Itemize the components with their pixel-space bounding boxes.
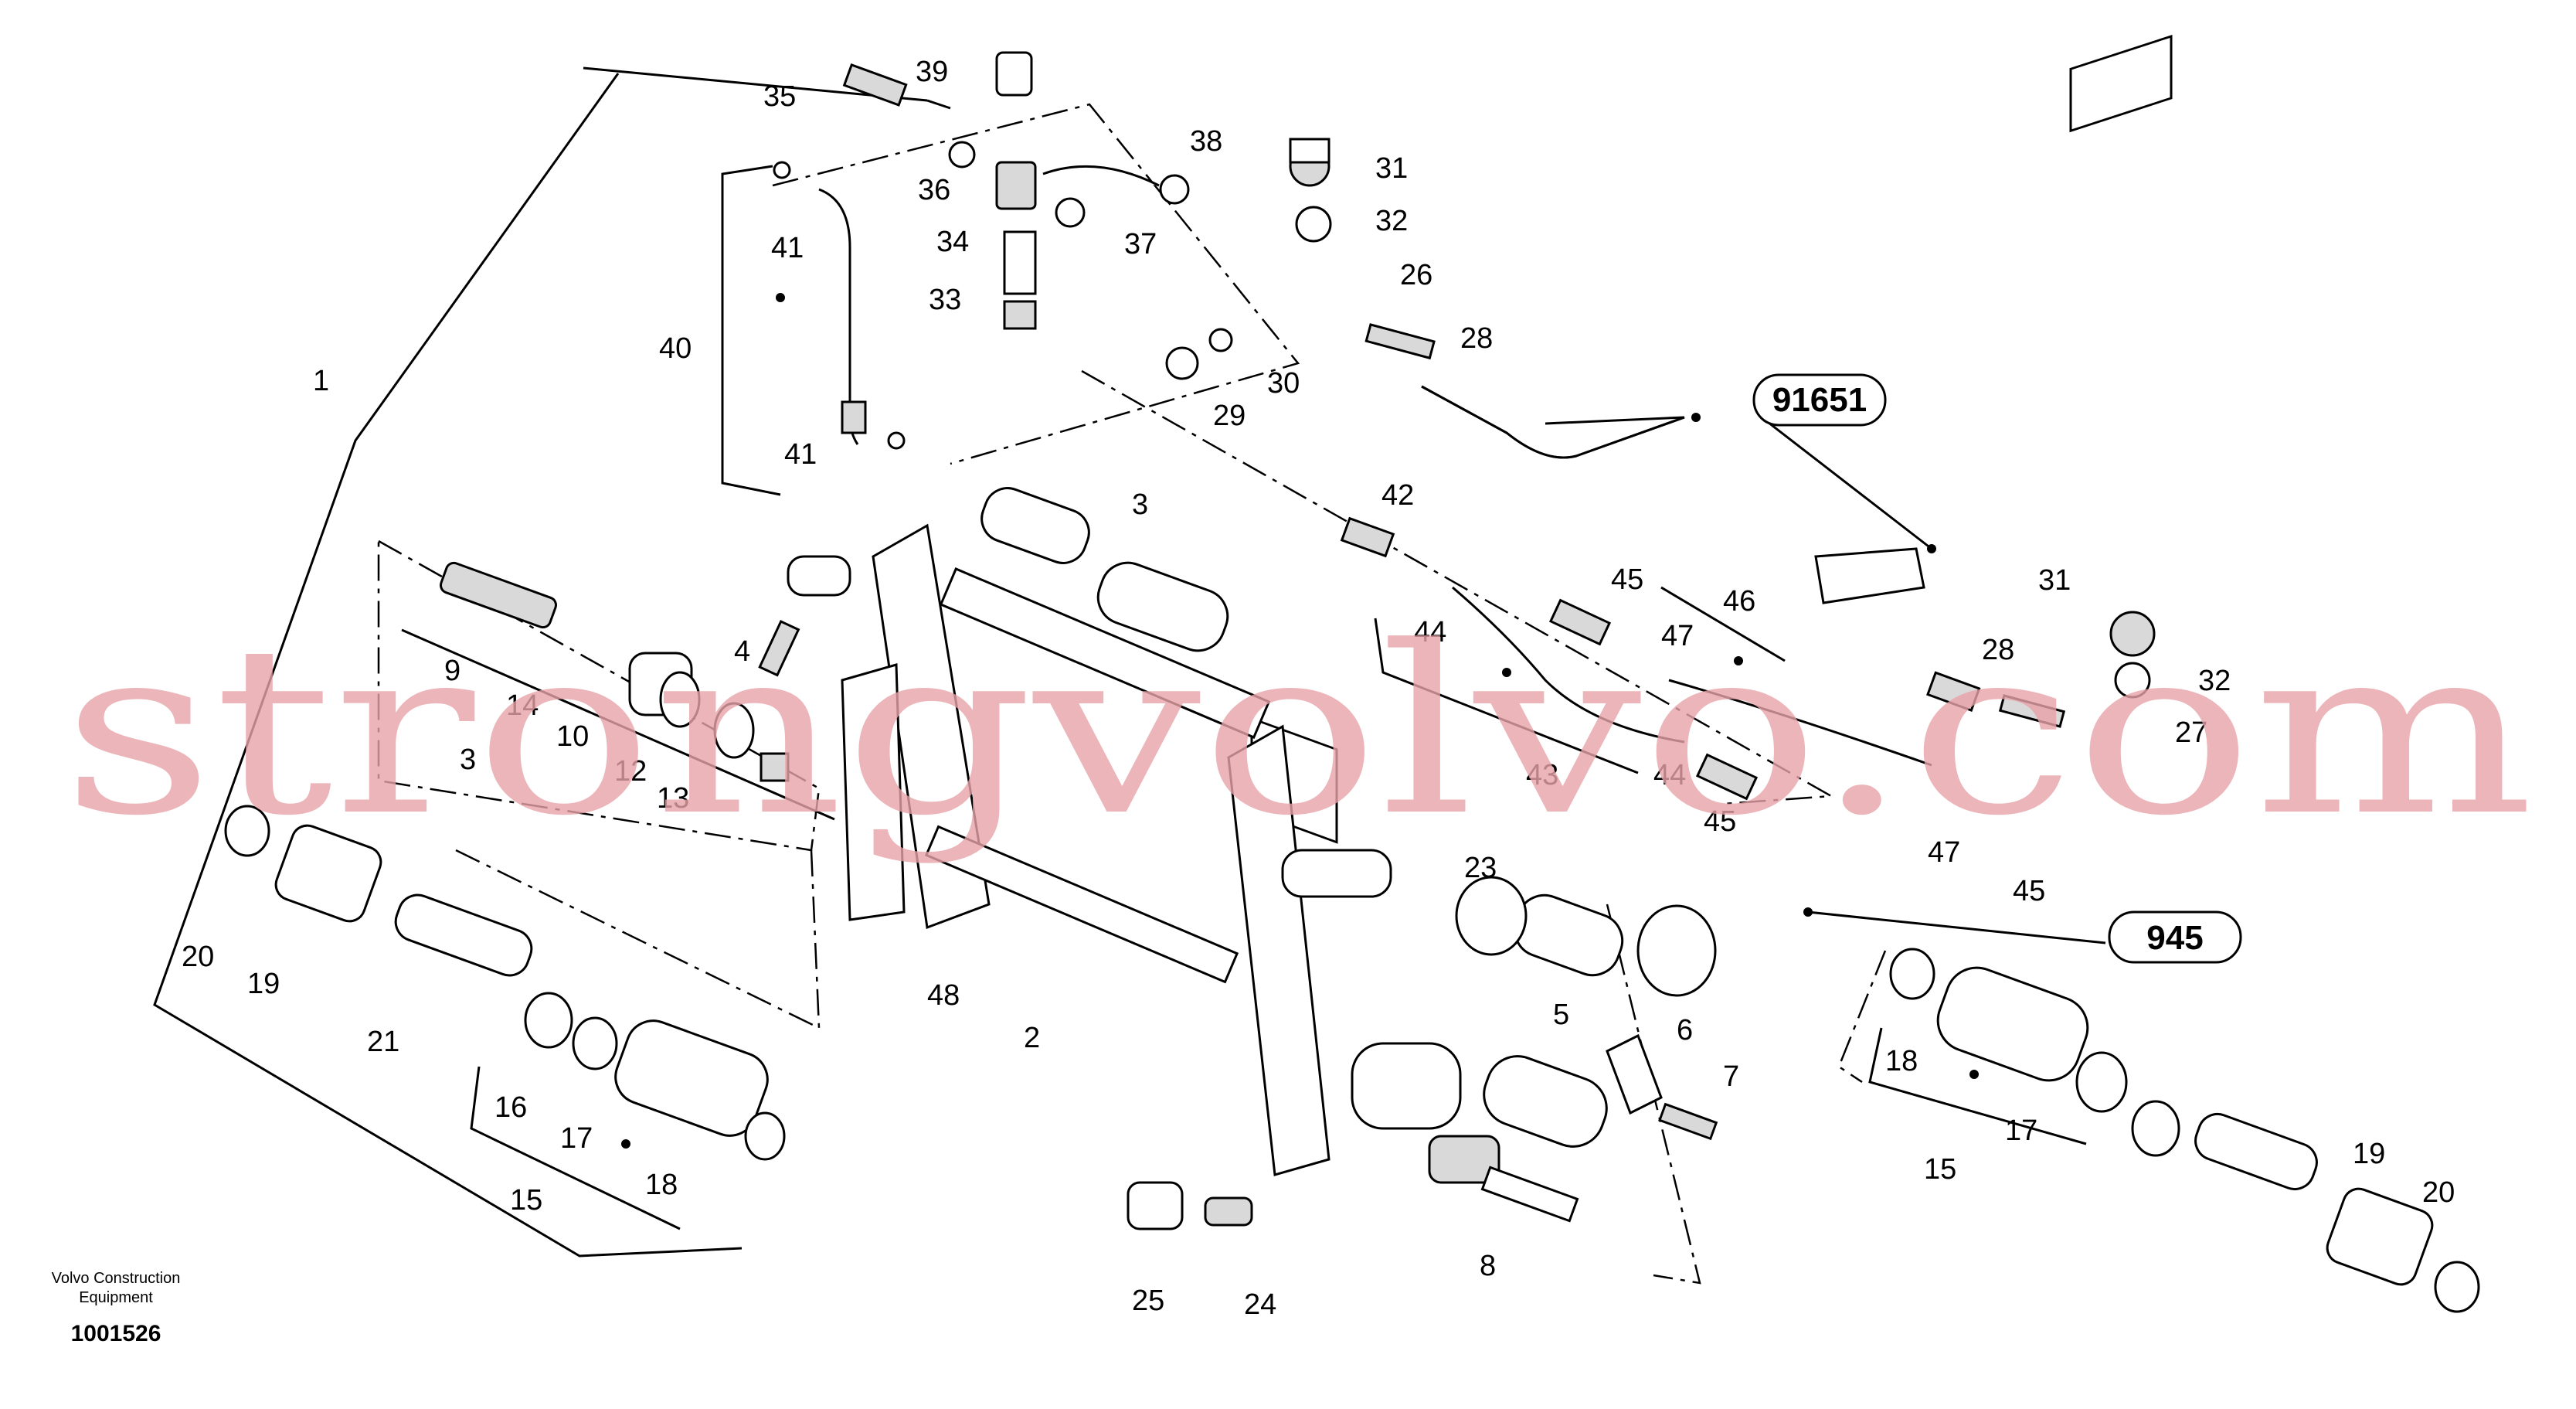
part-label: 41 [771, 232, 804, 264]
part-label: 15 [1924, 1153, 1956, 1186]
part-label: 30 [1267, 367, 1300, 400]
part-label: 6 [1677, 1014, 1693, 1047]
part-label: 47 [1661, 620, 1694, 652]
part-label: 39 [916, 56, 948, 88]
part-label: 27 [2175, 716, 2207, 749]
drawing-number: 1001526 [71, 1321, 161, 1346]
part-label: 19 [247, 968, 280, 1000]
part-label: 15 [510, 1184, 542, 1217]
svg-text:91651: 91651 [1772, 381, 1867, 419]
part-label: 31 [2038, 564, 2071, 597]
group-outlines [377, 103, 1887, 1285]
part-label: 33 [929, 284, 961, 316]
part-label: 13 [657, 782, 689, 815]
part-label: 43 [1526, 759, 1558, 791]
part-label: 48 [927, 979, 960, 1012]
part-label: 25 [1132, 1285, 1164, 1317]
part-label: 34 [936, 226, 969, 258]
footer: Volvo Construction Equipment 1001526 [52, 1270, 181, 1346]
part-label: 28 [1982, 634, 2014, 666]
watermark-text: strongvolvo.com [62, 597, 2534, 866]
part-label: 36 [918, 174, 950, 206]
part-label: 41 [784, 438, 817, 471]
part-label: 3 [460, 744, 476, 776]
part-label: 16 [494, 1091, 527, 1124]
part-label: 45 [1704, 805, 1736, 838]
part-label: 10 [556, 720, 589, 753]
part-label: 44 [1414, 616, 1446, 648]
part-label: 8 [1480, 1250, 1496, 1282]
bracket-lines [153, 66, 2106, 1258]
part-label: 47 [1928, 836, 1960, 869]
reference-callout-945: 945 [2108, 910, 2242, 964]
part-label: 1 [313, 365, 329, 397]
part-label: 17 [560, 1122, 593, 1155]
maker-line-2: Equipment [79, 1289, 153, 1306]
part-label: 9 [444, 655, 460, 687]
part-label: 40 [659, 332, 692, 365]
part-label: 7 [1723, 1060, 1739, 1093]
part-label: 4 [734, 635, 750, 668]
part-label: 12 [614, 755, 647, 788]
part-label: 14 [506, 689, 539, 722]
part-label: 35 [763, 80, 796, 113]
svg-text:945: 945 [2146, 919, 2203, 957]
mechanical-parts [224, 34, 2480, 1313]
part-label: 17 [2005, 1115, 2037, 1147]
leader-dots [621, 293, 1979, 1149]
part-label: 28 [1460, 322, 1493, 355]
maker-line-1: Volvo Construction [52, 1270, 181, 1287]
part-label: 45 [2013, 875, 2045, 907]
part-label: 44 [1653, 759, 1686, 791]
part-label: 21 [367, 1026, 399, 1058]
part-label: 2 [1024, 1022, 1040, 1054]
part-label: 29 [1213, 400, 1246, 432]
part-label: 18 [645, 1169, 678, 1201]
part-label: 23 [1464, 852, 1497, 884]
reference-callout-91651: 91651 [1752, 373, 1887, 427]
part-label: 19 [2353, 1138, 2385, 1170]
part-labels: 1 2 3 3 4 5 6 7 8 9 10 12 13 14 15 15 16… [182, 56, 2455, 1321]
part-label: 20 [182, 941, 214, 973]
part-label: 3 [1132, 488, 1148, 521]
part-label: 24 [1244, 1288, 1276, 1321]
part-label: 42 [1381, 479, 1414, 512]
part-label: 45 [1611, 563, 1643, 596]
part-label: 46 [1723, 585, 1755, 618]
part-label: 32 [1375, 205, 1408, 237]
part-label: 37 [1124, 228, 1157, 260]
part-label: 5 [1553, 999, 1569, 1031]
part-label: 18 [1885, 1045, 1918, 1077]
part-label: 20 [2422, 1176, 2455, 1209]
part-label: 31 [1375, 152, 1408, 185]
part-label: 38 [1190, 125, 1222, 158]
part-label: 32 [2198, 665, 2231, 697]
part-label: 26 [1400, 259, 1432, 291]
